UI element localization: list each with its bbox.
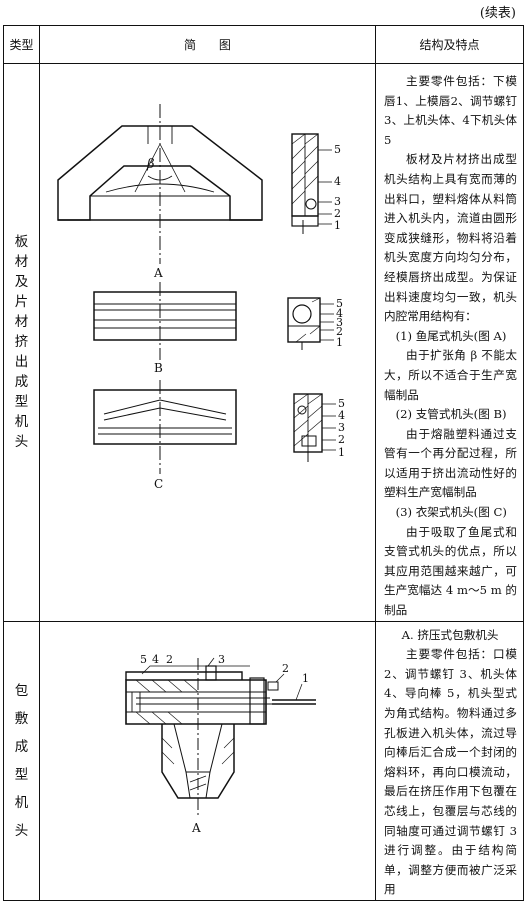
desc-paragraph: 板材及片材挤出成型机头结构上具有宽而薄的出料口，塑料熔体从料筒进入机头内，流道由… bbox=[384, 152, 517, 324]
svg-text:3: 3 bbox=[218, 653, 225, 666]
beta-label: β bbox=[146, 157, 155, 172]
desc-paragraph: 由于吸取了鱼尾式和支管式机头的优点，所以其应用范围越来越广，可生产宽幅达 4 m… bbox=[384, 524, 517, 618]
wire-coating-die-diagram: 5 4 2 3 2 1 A bbox=[125, 653, 316, 835]
svg-text:1: 1 bbox=[336, 336, 343, 349]
caption-c: C bbox=[154, 477, 163, 491]
svg-text:4: 4 bbox=[338, 409, 345, 422]
svg-text:4: 4 bbox=[152, 653, 159, 666]
type-cell: 板材及片材挤出成型机头 bbox=[3, 63, 40, 622]
header-features: 结构及特点 bbox=[375, 25, 524, 64]
continued-label: (续表) bbox=[479, 6, 516, 21]
svg-text:1: 1 bbox=[334, 219, 341, 232]
svg-text:4: 4 bbox=[334, 175, 341, 188]
sheet-die-diagram: β A 5 4 3 2 1 bbox=[57, 104, 345, 491]
svg-text:2: 2 bbox=[338, 433, 345, 446]
table-row: 包敷成型机头 bbox=[3, 620, 524, 901]
svg-text:2: 2 bbox=[334, 207, 341, 220]
caption-a2: A bbox=[191, 821, 201, 835]
coat-hanger-die-drawing bbox=[93, 380, 237, 474]
svg-text:4: 4 bbox=[336, 307, 343, 320]
svg-text:5: 5 bbox=[338, 397, 345, 410]
header-figure: 简 图 bbox=[39, 25, 376, 64]
type-cell: 包敷成型机头 bbox=[3, 620, 40, 901]
svg-text:5: 5 bbox=[334, 143, 341, 156]
figure-cell: 5 4 2 3 2 1 A bbox=[39, 620, 376, 901]
svg-text:2: 2 bbox=[166, 653, 173, 666]
desc-paragraph: A. 挤压式包敷机头 bbox=[401, 627, 499, 642]
features-cell: A. 挤压式包敷机头 主要零件包括：口模2、调节螺钉 3、机头体 4、导向棒 5… bbox=[375, 620, 524, 901]
manifold-side-section bbox=[287, 297, 334, 350]
wire-coating-die-drawing bbox=[125, 657, 316, 816]
type-label: 板材及片材挤出成型机头 bbox=[14, 234, 29, 451]
manifold-die-drawing bbox=[93, 282, 237, 360]
desc-paragraph: 主要零件包括：口模2、调节螺钉 3、机头体 4、导向棒 5，机头型式为角式结构。… bbox=[384, 647, 517, 897]
features-cell: 主要零件包括：下模唇1、上模唇2、调节螺钉3、上机头体、4下机头体5 板材及片材… bbox=[375, 63, 524, 622]
type-label: 包敷成型机头 bbox=[14, 682, 29, 839]
svg-text:3: 3 bbox=[334, 195, 341, 208]
svg-text:2: 2 bbox=[336, 325, 343, 338]
svg-text:1: 1 bbox=[338, 446, 345, 459]
svg-text:1: 1 bbox=[302, 672, 309, 685]
caption-a: A bbox=[153, 266, 163, 280]
svg-text:3: 3 bbox=[338, 421, 345, 434]
figure-cell: β A 5 4 3 2 1 bbox=[39, 63, 376, 622]
desc-paragraph: 由于熔融塑料通过支管有一个再分配过程，所以适用于挤出流动性好的塑料生产宽幅制品 bbox=[384, 426, 517, 500]
svg-text:3: 3 bbox=[336, 316, 343, 329]
svg-text:2: 2 bbox=[282, 662, 289, 675]
fish-tail-side-section bbox=[291, 133, 332, 234]
desc-paragraph: (1) 鱼尾式机头(图 A) bbox=[395, 328, 507, 343]
svg-text:5: 5 bbox=[336, 297, 343, 310]
desc-paragraph: 主要零件包括：下模唇1、上模唇2、调节螺钉3、上机头体、4下机头体5 bbox=[384, 74, 517, 147]
spec-table: 类型 简 图 结构及特点 板材及片材挤出成型机头 bbox=[3, 25, 524, 901]
desc-paragraph: (2) 支管式机头(图 B) bbox=[395, 407, 507, 422]
coat-hanger-side-section bbox=[293, 393, 336, 462]
header-type: 类型 bbox=[3, 25, 40, 64]
svg-text:5: 5 bbox=[140, 653, 147, 666]
fish-tail-die-drawing bbox=[57, 104, 263, 264]
header-row: 类型 简 图 结构及特点 bbox=[3, 25, 524, 64]
desc-paragraph: 由于扩张角 β 不能太大，所以不适合于生产宽幅制品 bbox=[384, 348, 517, 402]
table-row: 板材及片材挤出成型机头 β A bbox=[3, 63, 524, 622]
desc-paragraph: (3) 衣架式机头(图 C) bbox=[395, 505, 507, 520]
caption-b: B bbox=[154, 361, 163, 375]
